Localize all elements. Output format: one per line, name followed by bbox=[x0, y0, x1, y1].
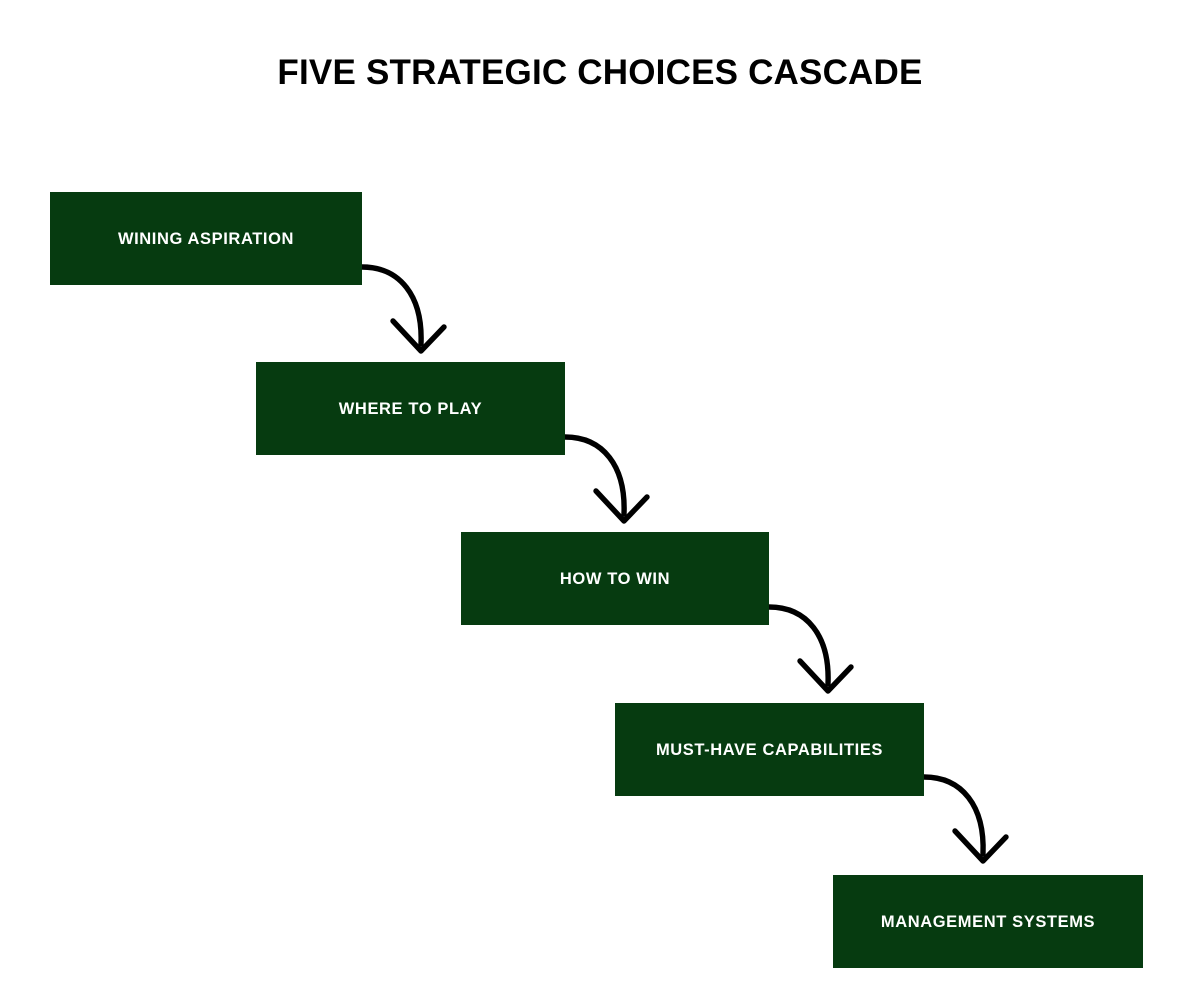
cascade-step-must-have-capabilities[interactable]: MUST-HAVE CAPABILITIES bbox=[615, 703, 924, 796]
page-title: FIVE STRATEGIC CHOICES CASCADE bbox=[277, 53, 923, 92]
connector-where-to-play-to-how-to-win bbox=[562, 434, 650, 524]
connector-how-to-win-to-must-have-capabilities bbox=[766, 604, 854, 694]
cascade-step-label: WHERE TO PLAY bbox=[338, 399, 483, 418]
cascade-step-how-to-win[interactable]: HOW TO WIN bbox=[461, 532, 769, 625]
cascade-step-label: MANAGEMENT SYSTEMS bbox=[880, 912, 1096, 931]
cascade-step-label: MUST-HAVE CAPABILITIES bbox=[655, 740, 884, 759]
connector-wining-aspiration-to-where-to-play bbox=[359, 264, 447, 354]
cascade-step-label: WINING ASPIRATION bbox=[117, 229, 295, 248]
cascade-step-where-to-play[interactable]: WHERE TO PLAY bbox=[256, 362, 565, 455]
connector-must-have-capabilities-to-management-systems bbox=[921, 774, 1009, 864]
cascade-step-management-systems[interactable]: MANAGEMENT SYSTEMS bbox=[833, 875, 1143, 968]
cascade-step-label: HOW TO WIN bbox=[559, 569, 671, 588]
cascade-step-wining-aspiration[interactable]: WINING ASPIRATION bbox=[50, 192, 362, 285]
